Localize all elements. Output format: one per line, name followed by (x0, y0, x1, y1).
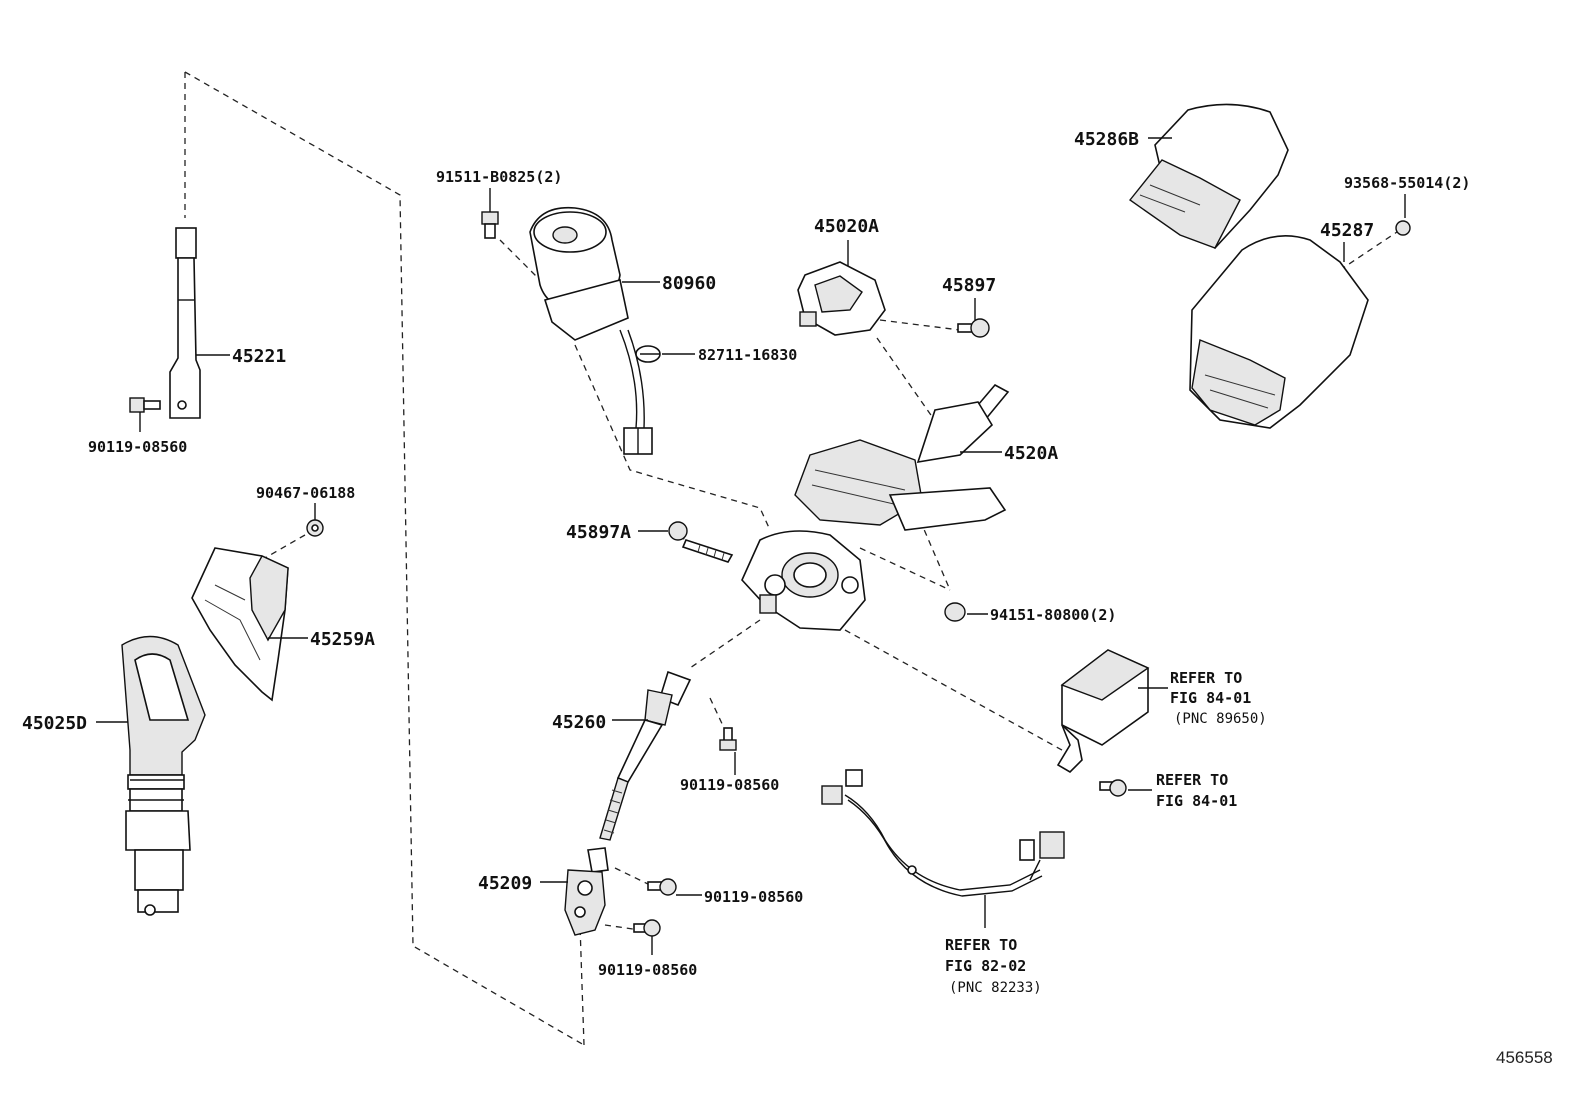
clip-icon (306, 519, 324, 537)
bolt-icon (957, 318, 990, 338)
phantom-lines (184, 71, 1401, 1046)
label-45897: 45897 (942, 275, 996, 296)
ecu-module (1056, 649, 1150, 774)
intermediate-shaft-45221 (169, 227, 201, 419)
refer-label-3-line2: FIG 82-02 (945, 957, 1026, 975)
label-45287: 45287 (1320, 220, 1374, 241)
label-45260: 45260 (552, 712, 606, 733)
bolt-icon (129, 397, 161, 413)
refer-label-1-line2: FIG 84-01 (1170, 689, 1251, 707)
refer-label-3-line3: (PNC 82233) (949, 980, 1042, 996)
label-45025D: 45025D (22, 713, 87, 734)
upper-cover-45286B (1128, 103, 1289, 250)
label-45209: 45209 (478, 873, 532, 894)
bolt-icon (633, 919, 661, 937)
label-45897A: 45897A (566, 522, 631, 543)
universal-joint-45209 (564, 847, 609, 936)
label-45020A: 45020A (814, 216, 879, 237)
boot-45025D (121, 635, 206, 916)
label-82711-16830: 82711-16830 (698, 346, 797, 364)
steering-column-4520A (741, 383, 1010, 631)
label-94151-80800: 94151-80800(2) (990, 606, 1116, 624)
motor-80960 (529, 206, 653, 455)
bolt-icon (668, 521, 734, 563)
cover-45259A (191, 547, 289, 702)
clamp-icon (635, 345, 661, 363)
intermediate-shaft-45260 (599, 670, 692, 841)
label-80960: 80960 (662, 273, 716, 294)
label-90119-08560-bottom: 90119-08560 (598, 961, 697, 979)
refer-label-2-line2: FIG 84-01 (1156, 792, 1237, 810)
label-4520A: 4520A (1004, 443, 1058, 464)
label-91511-B0825: 91511-B0825(2) (436, 168, 562, 186)
label-90119-08560-right: 90119-08560 (704, 888, 803, 906)
wire-harness (821, 769, 1065, 897)
label-90119-08560-left: 90119-08560 (88, 438, 187, 456)
refer-label-1-line3: (PNC 89650) (1174, 711, 1267, 727)
bolt-icon (481, 211, 499, 239)
refer-label-1-line1: REFER TO (1170, 669, 1242, 687)
screw-icon (1099, 779, 1127, 797)
bolt-icon (647, 878, 677, 896)
label-45221: 45221 (232, 346, 286, 367)
label-45259A: 45259A (310, 629, 375, 650)
label-90119-08560-mid: 90119-08560 (680, 776, 779, 794)
screw-icon (1395, 220, 1411, 236)
illustration-id: 456558 (1496, 1048, 1553, 1067)
label-90467-06188: 90467-06188 (256, 484, 355, 502)
label-45286B: 45286B (1074, 129, 1139, 150)
refer-label-3-line1: REFER TO (945, 936, 1017, 954)
refer-label-2-line1: REFER TO (1156, 771, 1228, 789)
nut-icon (944, 602, 966, 622)
bolt-icon (719, 727, 737, 751)
lock-assembly-45020A (797, 261, 886, 336)
lower-cover-45287 (1189, 234, 1369, 429)
label-93568-55014: 93568-55014(2) (1344, 174, 1470, 192)
